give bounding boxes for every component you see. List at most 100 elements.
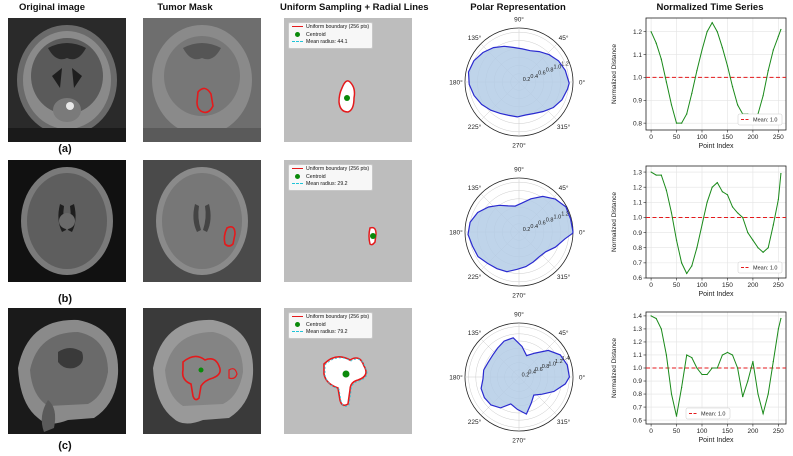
polar-angle-label: 315°: [557, 273, 571, 281]
data-point: [721, 354, 723, 356]
polar-radial-label: 0.2: [523, 227, 531, 233]
y-tick-label: 0.9: [633, 378, 642, 385]
data-point: [780, 317, 782, 320]
y-tick-label: 0.8: [633, 391, 642, 398]
data-point: [747, 380, 749, 382]
x-tick-label: 100: [697, 428, 708, 435]
column-title-original: Original image: [19, 2, 85, 13]
data-point: [772, 224, 774, 226]
y-tick-label: 1.2: [633, 29, 642, 36]
data-point: [670, 393, 673, 395]
data-point: [726, 65, 729, 67]
data-point: [681, 122, 683, 124]
data-point: [681, 262, 683, 264]
mask-image-sagittal: [143, 308, 261, 434]
legend-boundary: Uniform boundary (256 pts): [306, 24, 370, 30]
boundary-swatch: [292, 316, 303, 318]
data-point: [660, 328, 662, 330]
polar-profile: [467, 45, 570, 118]
polar-angle-label: 225°: [468, 418, 482, 426]
data-point: [655, 174, 657, 176]
y-tick-label: 0.8: [633, 120, 642, 127]
mask-image-axial: [143, 160, 261, 282]
polar-angle-label: 0°: [579, 374, 586, 382]
polar-angle-label: 315°: [557, 418, 571, 426]
centroid-swatch: [295, 173, 300, 179]
data-point: [670, 212, 673, 214]
data-point: [762, 95, 764, 97]
polar-radial-label: 0.2: [522, 372, 530, 378]
y-tick-label: 0.7: [633, 260, 642, 267]
data-point: [655, 42, 657, 44]
y-tick-label: 1.3: [633, 326, 642, 333]
y-tick-label: 1.1: [633, 52, 642, 59]
legend-label: Mean: 1.0: [753, 266, 777, 272]
data-point: [737, 104, 739, 106]
data-point: [737, 212, 739, 214]
x-axis-label: Point Index: [698, 291, 734, 298]
x-tick-label: 0: [649, 134, 653, 141]
data-point: [757, 393, 759, 395]
data-point: [737, 367, 739, 369]
y-tick-label: 1.2: [633, 339, 642, 346]
polar-angle-label: 90°: [514, 166, 524, 174]
row-label-c: (c): [58, 440, 72, 452]
polar-radial-label: 0.6: [538, 221, 546, 227]
column-title-polar: Polar Representation: [470, 2, 566, 13]
data-point: [711, 186, 713, 188]
y-tick-label: 0.9: [633, 97, 642, 104]
data-point: [777, 198, 779, 200]
y-axis-label: Normalized Distance: [611, 338, 618, 398]
legend-label: Mean: 1.0: [701, 412, 725, 418]
legend-mean-radius: Mean radius: 29.2: [306, 181, 348, 188]
data-point: [721, 191, 723, 193]
data-point: [701, 49, 703, 51]
polar-radial-label: 1.0: [554, 64, 562, 70]
x-tick-label: 250: [773, 282, 784, 289]
y-tick-label: 1.0: [633, 215, 642, 222]
data-point: [747, 231, 749, 234]
polar-radial-label: 1.2: [561, 211, 569, 217]
data-point: [650, 171, 652, 173]
x-tick-label: 200: [747, 282, 758, 289]
polar-angle-label: 135°: [468, 34, 482, 42]
data-point: [752, 360, 754, 363]
data-point: [772, 49, 774, 51]
legend-label: Mean: 1.0: [753, 118, 777, 124]
polar-angle-label: 270°: [512, 437, 526, 445]
plot-frame: [645, 17, 787, 131]
legend-boundary: Uniform boundary (256 pts): [306, 166, 370, 172]
data-point: [675, 239, 678, 241]
centroid-swatch: [295, 31, 300, 37]
boundary-swatch: [292, 26, 303, 28]
y-tick-label: 0.6: [633, 417, 642, 424]
data-point: [686, 272, 688, 275]
data-point: [665, 189, 667, 191]
data-point: [670, 104, 673, 106]
data-point: [716, 182, 718, 184]
mri-image-sagittal: [8, 308, 126, 434]
data-point: [691, 356, 693, 359]
polar-angle-label: 180°: [449, 374, 463, 382]
polar-angle-label: 0°: [579, 79, 586, 87]
x-tick-label: 250: [773, 428, 784, 435]
polar-angle-label: 90°: [514, 16, 524, 24]
plot-frame: [645, 165, 787, 279]
polar-angle-label: 90°: [514, 311, 524, 319]
x-tick-label: 200: [747, 134, 758, 141]
polar-radial-label: 0.2: [523, 77, 531, 83]
data-point: [681, 386, 683, 389]
legend-b: Uniform boundary (256 pts) Centroid Mean…: [288, 164, 374, 191]
x-tick-label: 50: [673, 282, 681, 289]
data-point: [780, 172, 782, 175]
data-point: [742, 216, 744, 219]
polar-angle-label: 45°: [559, 184, 569, 192]
x-tick-label: 0: [649, 282, 653, 289]
data-point: [757, 247, 759, 249]
column-title-timeseries: Normalized Time Series: [656, 2, 764, 13]
x-axis-label: Point Index: [698, 437, 734, 444]
data-point: [752, 239, 754, 241]
